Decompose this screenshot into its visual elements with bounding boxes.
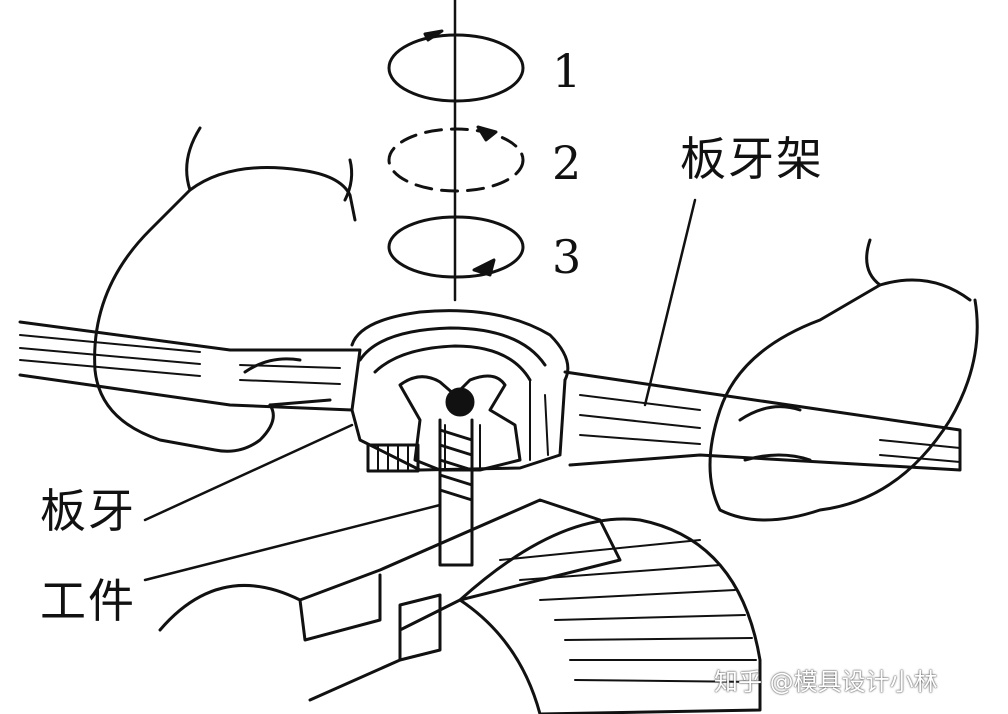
leader-die [143, 423, 354, 522]
clamp-screw [366, 443, 420, 473]
die-stock-right-handle [563, 370, 962, 472]
step-3-label: 3 [552, 230, 582, 284]
die-stock-label: 板牙架 [680, 132, 824, 186]
rotation-step-1-arrow [387, 29, 525, 103]
die-stock-left-handle [18, 320, 362, 412]
leader-die-stock [643, 198, 697, 407]
rotation-step-3-arrow [387, 215, 525, 279]
watermark: 知乎 @模具设计小林 [714, 668, 938, 696]
vise [158, 498, 762, 714]
rotation-step-2-arrow [387, 125, 525, 193]
die [398, 374, 522, 472]
workpiece-label: 工件 [40, 574, 136, 628]
step-2-label: 2 [552, 136, 582, 190]
step-1-label: 1 [552, 44, 582, 98]
die-label: 板牙 [40, 484, 136, 538]
leader-workpiece [143, 503, 442, 582]
right-hand [708, 238, 979, 522]
left-hand [93, 126, 357, 453]
workpiece-rod [438, 418, 474, 567]
